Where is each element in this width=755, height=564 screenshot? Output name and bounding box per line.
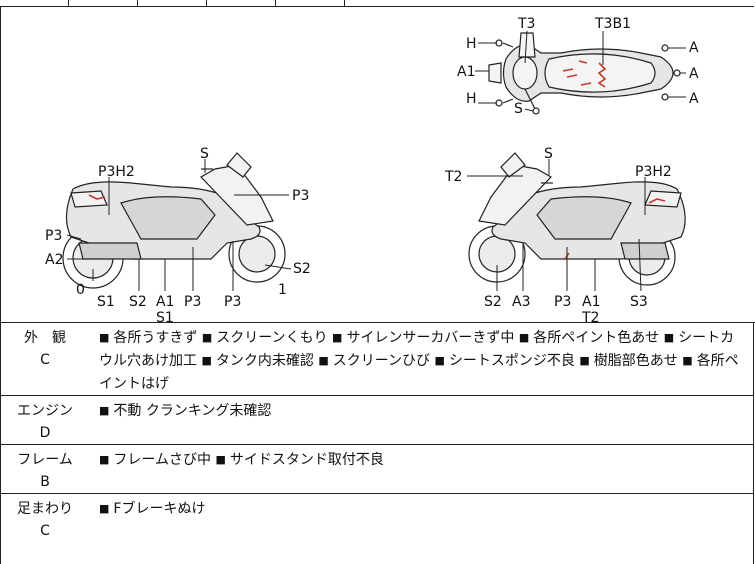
label-h-bottom: H [466, 91, 477, 107]
label-a2-left: A2 [45, 252, 63, 268]
label-p3-b1-left: P3 [184, 294, 201, 310]
item: ■Fブレーキぬけ [99, 501, 206, 517]
right-view-bike [468, 152, 686, 286]
row-exterior: 外 観 C ■各所うすきず ■スクリーンくもり ■サイレンサーカバーきず中 ■各… [0, 323, 754, 396]
category-name: エンジン [17, 403, 73, 419]
label-s-top: S [514, 101, 523, 117]
right-view-leaders [467, 159, 646, 292]
label-p3h2-right: P3H2 [635, 164, 672, 180]
grade-code: B [40, 474, 50, 490]
label-p3-left-left: P3 [45, 228, 62, 244]
label-t3b1-top: T3B1 [594, 16, 631, 32]
item: ■タンク内未確認 [201, 353, 314, 369]
row-engine: エンジン D ■不動 クランキング未確認 [0, 396, 754, 445]
label-p3-b2-left: P3 [224, 294, 241, 310]
label-p3-right-left: P3 [292, 188, 309, 204]
label-a-right-1: A [689, 40, 699, 56]
row-items: ■不動 クランキング未確認 [99, 396, 753, 423]
left-view-damage-marks [88, 194, 106, 200]
label-zero-left: 0 [76, 282, 85, 298]
left-view-bike [62, 152, 286, 289]
row-items: ■フレームさび中 ■サイドスタンド取付不良 [99, 445, 753, 472]
item: ■不動 クランキング未確認 [99, 403, 272, 419]
label-p3-right: P3 [554, 294, 571, 310]
label-s2-bottom-left: S2 [129, 294, 147, 310]
label-s-right: S [544, 146, 553, 162]
item: ■シートスポンジ不良 [434, 353, 575, 369]
label-a-right-2: A [689, 66, 699, 82]
label-s3-right: S3 [630, 294, 648, 310]
row-label: 足まわり C [1, 494, 89, 542]
top-view-bike [488, 32, 681, 115]
top-view-damage-marks [562, 60, 607, 88]
top-table-edge [0, 0, 754, 7]
condition-rows: 外 観 C ■各所うすきず ■スクリーンくもり ■サイレンサーカバーきず中 ■各… [0, 323, 754, 564]
grade-code: D [39, 425, 51, 441]
left-view-leaders [66, 159, 292, 291]
label-s2-right: S2 [484, 294, 502, 310]
row-frame: フレーム B ■フレームさび中 ■サイドスタンド取付不良 [0, 445, 754, 494]
item: ■フレームさび中 [99, 452, 211, 468]
item: ■樹脂部色あせ [579, 353, 678, 369]
item: ■スクリーンひび [318, 353, 431, 369]
row-label: 外 観 C [1, 323, 89, 371]
top-view-leaders [475, 30, 686, 112]
label-one-left: 1 [278, 282, 287, 298]
row-label: フレーム B [1, 445, 89, 493]
label-t3-top: T3 [517, 16, 535, 32]
label-h-top: H [466, 36, 477, 52]
row-items: ■各所うすきず ■スクリーンくもり ■サイレンサーカバーきず中 ■各所ペイント色… [99, 323, 753, 395]
category-name: 外 観 [24, 330, 66, 346]
row-label: エンジン D [1, 396, 89, 444]
label-t2b-right: T2 [581, 310, 599, 322]
label-a1-right: A1 [582, 294, 600, 310]
label-a1-top: A1 [457, 64, 475, 80]
row-items: ■Fブレーキぬけ [99, 494, 753, 521]
label-s-left: S [200, 146, 209, 162]
label-s2-right-left: S2 [293, 261, 311, 277]
label-p3h2-left: P3H2 [98, 164, 135, 180]
category-name: 足まわり [17, 501, 73, 517]
damage-diagram: T3 T3B1 H A1 H S A A A [0, 7, 755, 323]
item: ■各所ペイントはげ [99, 353, 739, 392]
item: ■各所ペイント色あせ [518, 330, 660, 346]
label-a-right-3: A [689, 91, 699, 107]
label-s1-left: S1 [97, 294, 115, 310]
motorcycle-diagram-svg: T3 T3B1 H A1 H S A A A [45, 16, 699, 322]
grade-code: C [40, 352, 50, 368]
label-a1-left: A1 [156, 294, 174, 310]
label-a3-right: A3 [512, 294, 530, 310]
item: ■各所うすきず [99, 330, 198, 346]
item: ■スクリーンくもり [201, 330, 328, 346]
category-name: フレーム [17, 452, 73, 468]
grade-code: C [40, 523, 50, 539]
row-suspension: 足まわり C ■Fブレーキぬけ [0, 494, 754, 564]
item: ■サイドスタンド取付不良 [215, 452, 384, 468]
label-s1b-left: S1 [156, 310, 174, 322]
item: ■シートカウル穴あけ加工 [99, 330, 735, 369]
item: ■サイレンサーカバーきず中 [332, 330, 515, 346]
label-t2-right: T2 [444, 169, 462, 185]
